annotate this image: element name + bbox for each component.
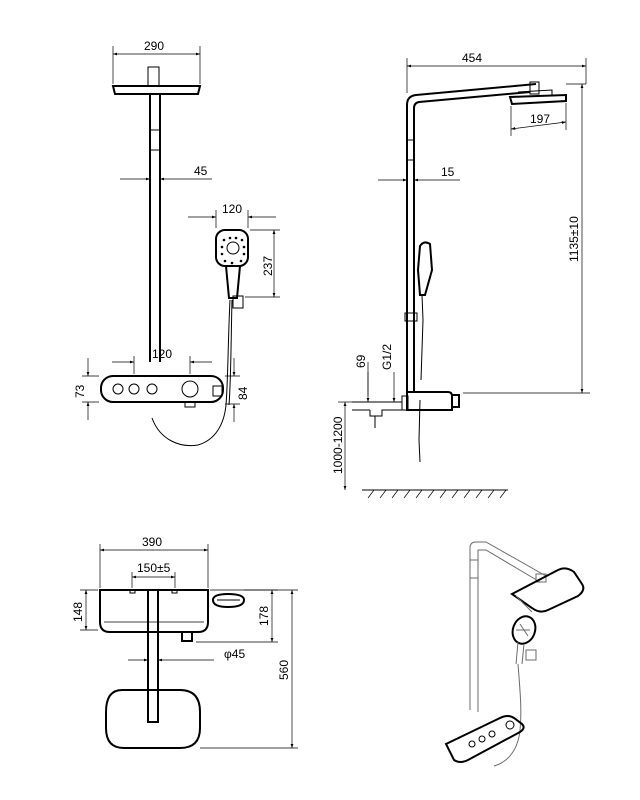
dim-arm-reach: 454 bbox=[462, 51, 482, 65]
spout-outlet bbox=[184, 401, 196, 408]
dim-overall-depth: 560 bbox=[277, 660, 291, 680]
iso-knob-2 bbox=[478, 735, 486, 743]
riser-pipe-side bbox=[406, 83, 537, 392]
iso-panel bbox=[444, 715, 525, 763]
outlet-top bbox=[181, 631, 193, 642]
dim-head-width: 290 bbox=[144, 39, 164, 53]
hose-side bbox=[418, 294, 424, 463]
dim-pipe-dia-top: φ45 bbox=[224, 647, 245, 661]
dim-inlet-offset: 69 bbox=[354, 354, 368, 368]
dim-pipe-wall: 15 bbox=[441, 165, 455, 179]
knob-2 bbox=[128, 383, 140, 395]
dim-body-width: 390 bbox=[142, 535, 162, 549]
valve-body-side bbox=[401, 395, 409, 411]
riser-pipe-top bbox=[147, 590, 159, 722]
hand-shower-holder bbox=[232, 295, 244, 309]
hand-shower-side bbox=[416, 241, 434, 296]
knob-3 bbox=[146, 383, 158, 395]
rain-head-top bbox=[105, 689, 201, 749]
floor-line bbox=[362, 489, 508, 499]
dim-head-depth: 197 bbox=[530, 112, 550, 126]
head-connector bbox=[147, 66, 160, 87]
side-view: 454 197 15 1135±10 69 G1/2 1000-12 bbox=[331, 51, 590, 499]
iso-riser bbox=[469, 541, 547, 712]
hand-shower-head bbox=[215, 229, 249, 267]
dim-hand-height: 237 bbox=[261, 256, 275, 276]
dim-panel-height: 73 bbox=[73, 384, 87, 398]
dim-pipe-dia: 45 bbox=[194, 164, 208, 178]
knob-side bbox=[451, 394, 460, 408]
isometric-view bbox=[444, 541, 585, 767]
dim-with-holder: 178 bbox=[257, 606, 271, 626]
shower-hose bbox=[151, 299, 231, 447]
knob-main bbox=[181, 380, 199, 398]
iso-rain-head bbox=[510, 567, 585, 613]
iso-knob-main bbox=[505, 720, 515, 730]
iso-hose bbox=[493, 663, 522, 767]
dim-outlet-height: 84 bbox=[236, 386, 250, 400]
dim-install-height: 1000-1200 bbox=[331, 416, 345, 474]
rain-head-side bbox=[508, 93, 567, 106]
arm-connector bbox=[529, 81, 540, 95]
iso-hand-handle bbox=[515, 641, 525, 665]
iso-knob-3 bbox=[488, 730, 496, 738]
control-panel-side bbox=[406, 391, 453, 411]
dim-valve-spacing: 120 bbox=[152, 347, 172, 361]
dim-inlet-thread: G1/2 bbox=[380, 344, 394, 370]
hose-connector bbox=[212, 385, 223, 397]
dim-hand-width: 120 bbox=[222, 202, 242, 216]
dim-total-height: 1135±10 bbox=[567, 216, 581, 262]
dim-body-depth: 148 bbox=[71, 602, 85, 622]
iso-holder bbox=[525, 649, 537, 661]
front-view: 290 45 120 237 bbox=[73, 39, 280, 447]
iso-knob-1 bbox=[468, 740, 476, 748]
hand-shower-handle bbox=[225, 265, 241, 299]
inlet-pipe-side bbox=[352, 401, 402, 417]
control-knobs-front bbox=[112, 380, 199, 398]
hand-shower-nozzles bbox=[220, 236, 246, 265]
knob-1 bbox=[112, 383, 124, 395]
hand-shower-center bbox=[226, 241, 240, 255]
top-view: 390 150±5 148 178 φ45 560 bbox=[71, 535, 298, 749]
holder-side bbox=[404, 312, 418, 322]
hand-holder-top bbox=[211, 592, 246, 609]
rain-head-front bbox=[111, 85, 202, 95]
dim-inlet-spacing: 150±5 bbox=[137, 561, 171, 575]
panel-body-top bbox=[99, 589, 209, 633]
iso-hand-head bbox=[511, 615, 537, 645]
riser-pipe-front bbox=[149, 94, 161, 362]
control-panel-front bbox=[100, 375, 224, 403]
iso-connector bbox=[535, 573, 547, 583]
